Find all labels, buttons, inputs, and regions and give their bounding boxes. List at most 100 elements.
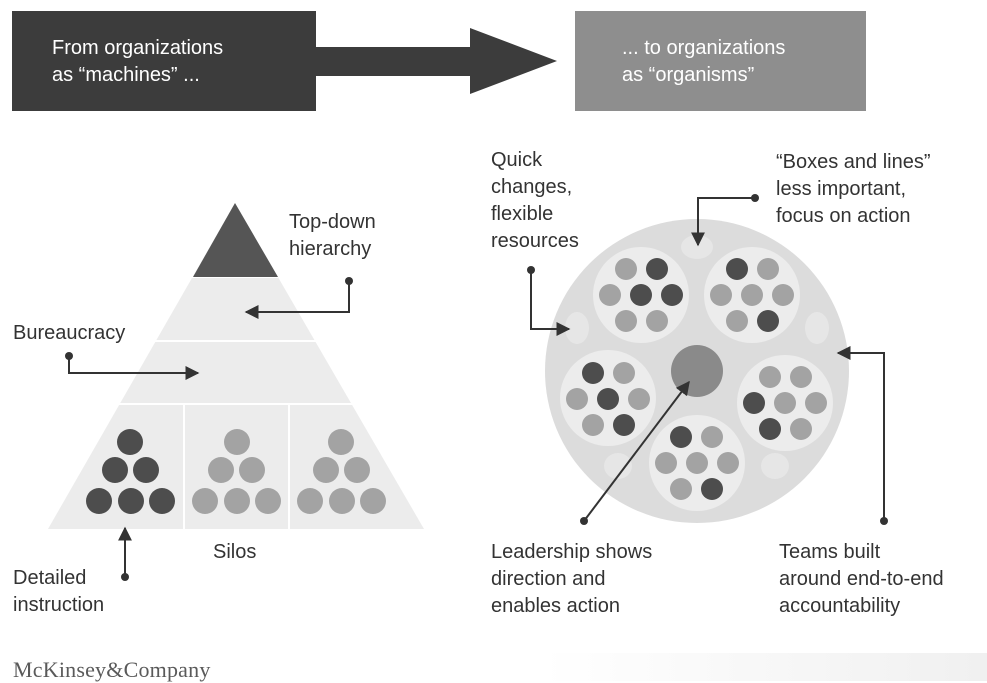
resource-blob (805, 312, 829, 344)
team-dot (743, 392, 765, 414)
footer-bar (0, 653, 987, 681)
organisms-banner-line-2: as “organisms” (622, 64, 755, 86)
resource-blob (565, 312, 589, 344)
label-line: instruction (13, 594, 105, 616)
label-line: Detailed (13, 567, 87, 589)
team-dot (790, 366, 812, 388)
silo-cluster-right (297, 429, 386, 514)
resource-blob (761, 453, 789, 479)
silo-dot (102, 457, 128, 483)
team-dot (670, 478, 692, 500)
team-dot (582, 362, 604, 384)
silo-dot (208, 457, 234, 483)
pointer-line (583, 380, 690, 522)
label-line: “Boxes and lines” (776, 151, 931, 173)
pointer-line (68, 356, 200, 380)
label-line: direction and (491, 568, 606, 590)
team-dot (655, 452, 677, 474)
team-dot (615, 258, 637, 280)
silo-dot (133, 457, 159, 483)
team-dot (615, 310, 637, 332)
teams-built-label: Teams built around end-to-end accountabi… (779, 539, 944, 620)
team-dot (772, 284, 794, 306)
transition-arrow (316, 28, 557, 94)
resource-blob (681, 235, 713, 259)
team-dot (646, 258, 668, 280)
team-dot (566, 388, 588, 410)
silo-dot (360, 488, 386, 514)
team-dot (701, 478, 723, 500)
team-dot (628, 388, 650, 410)
silo-dot (313, 457, 339, 483)
team-dot (805, 392, 827, 414)
team-dot (790, 418, 812, 440)
organisms-banner: ... to organizations as “organisms” (575, 11, 866, 111)
pointer-line (244, 281, 350, 319)
label-line: focus on action (776, 205, 911, 227)
silo-dot (344, 457, 370, 483)
label-line: enables action (491, 595, 620, 617)
resource-blob (604, 453, 632, 479)
team-dot (717, 452, 739, 474)
pyramid-apex (193, 203, 278, 277)
label-line: changes, (491, 176, 573, 198)
silo-dot (192, 488, 218, 514)
team-dot (741, 284, 763, 306)
team-dot (599, 284, 621, 306)
top-down-hierarchy-label: Top-down hierarchy (289, 209, 376, 263)
team-dot (757, 258, 779, 280)
silo-dot (117, 429, 143, 455)
label-line: flexible (491, 203, 554, 225)
team-dot (757, 310, 779, 332)
team-dot (701, 426, 723, 448)
team-dot (630, 284, 652, 306)
leadership-label: Leadership shows direction and enables a… (491, 539, 652, 620)
silo-dot (297, 488, 323, 514)
quick-changes-pointer (527, 266, 571, 336)
team-dot (597, 388, 619, 410)
boxes-lines-pointer (691, 194, 759, 247)
label-line: Bureaucracy (13, 322, 126, 344)
organisms-banner-line-1: ... to organizations (622, 37, 786, 59)
silos-label: Silos (213, 539, 256, 566)
top-down-pointer (244, 277, 353, 319)
team-dot (686, 452, 708, 474)
silo-cluster-dark (86, 429, 175, 514)
leadership-pointer (580, 380, 690, 525)
team-dot (661, 284, 683, 306)
machines-banner-line-1: From organizations (52, 37, 224, 59)
team-dot (710, 284, 732, 306)
label-line: accountability (779, 595, 901, 617)
team-dot (646, 310, 668, 332)
label-line: Teams built (779, 541, 881, 563)
bureaucracy-label: Bureaucracy (13, 320, 125, 347)
silo-dot (224, 429, 250, 455)
team-dot (774, 392, 796, 414)
silo-dot (118, 488, 144, 514)
label-line: Top-down (289, 211, 376, 233)
label-line: less important, (776, 178, 907, 200)
machines-banner-line-2: as “machines” ... (52, 64, 200, 86)
team-dot (759, 366, 781, 388)
team-dot (613, 414, 635, 436)
team-dot (759, 418, 781, 440)
team-dot (726, 310, 748, 332)
organism-circle (545, 219, 849, 523)
leadership-core (671, 345, 723, 397)
machines-banner: From organizations as “machines” ... (12, 11, 316, 111)
brand-logo: McKinsey&Company (13, 657, 211, 682)
label-line: resources (491, 230, 579, 252)
pointer-line (836, 346, 885, 521)
pointer-line (691, 197, 755, 247)
label-line: Quick (491, 149, 543, 171)
quick-changes-label: Quick changes, flexible resources (491, 147, 579, 255)
detailed-instruction-label: Detailed instruction (13, 565, 104, 619)
team-dot (670, 426, 692, 448)
silo-dot (255, 488, 281, 514)
boxes-and-lines-label: “Boxes and lines” less important, focus … (776, 149, 931, 230)
pointer-line (530, 270, 571, 336)
silo-dot (149, 488, 175, 514)
team-dot (726, 258, 748, 280)
silo-cluster-middle (192, 429, 281, 514)
